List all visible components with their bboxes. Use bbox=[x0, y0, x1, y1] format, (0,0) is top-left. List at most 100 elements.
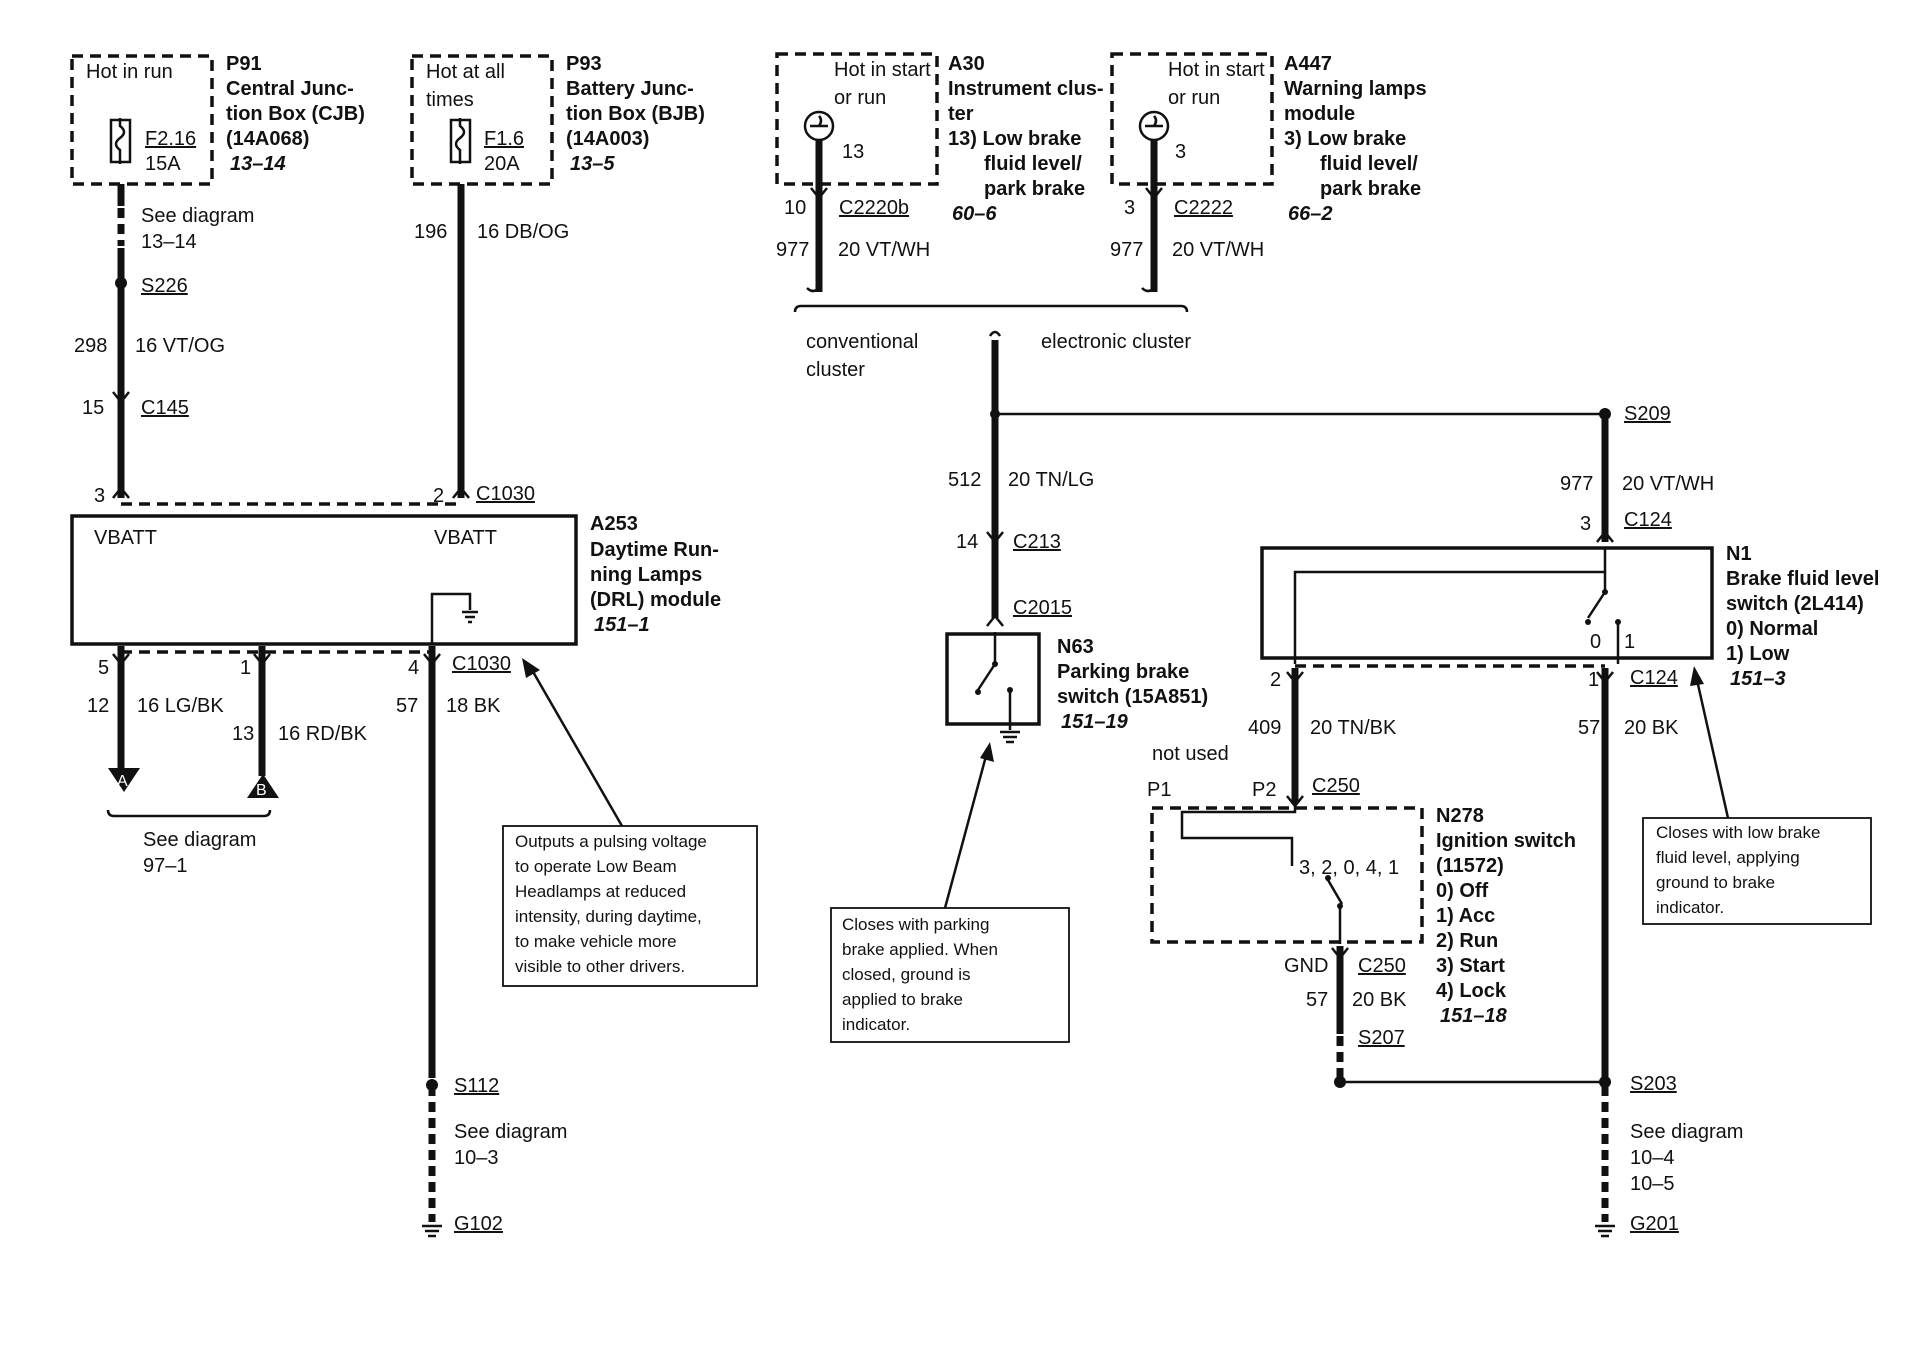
p93-name-1: Battery Junc- bbox=[566, 78, 694, 100]
a30-connector: C2220b bbox=[839, 197, 909, 219]
n63-note-arrow-head-icon bbox=[980, 742, 994, 762]
p91-hot-box bbox=[70, 54, 214, 186]
p93-id: P93 bbox=[566, 53, 602, 75]
a447-pin: 3 bbox=[1175, 141, 1186, 163]
a447-connector: C2222 bbox=[1174, 197, 1233, 219]
arrow-a-label: A bbox=[117, 773, 128, 790]
mid-circuit-196: 196 bbox=[414, 221, 447, 243]
ground-g102-label: G102 bbox=[454, 1213, 503, 1235]
a253-vbatt-1: VBATT bbox=[94, 527, 157, 549]
n1-note-arrow-line bbox=[1695, 679, 1730, 819]
n63-note-arrow-line bbox=[943, 755, 988, 909]
drl-note-arrow-line bbox=[530, 669, 624, 827]
n1-pin-left: 2 bbox=[1270, 669, 1281, 691]
splice-s112-label: S112 bbox=[454, 1075, 499, 1097]
fuse-element-icon bbox=[114, 118, 126, 164]
brake-circuit: 512 bbox=[948, 469, 981, 491]
p1-label: P1 bbox=[1147, 779, 1171, 801]
p93-ref: 13–5 bbox=[570, 153, 615, 175]
a253-vbatt-2: VBATT bbox=[434, 527, 497, 549]
n1-note-box bbox=[1642, 817, 1872, 925]
p93-name-2: tion Box (BJB) bbox=[566, 103, 705, 125]
n278-feed-circuit: 409 bbox=[1248, 717, 1281, 739]
n63-parking-brake-switch bbox=[945, 632, 1041, 726]
n278-state-0: 0) Off bbox=[1436, 880, 1489, 902]
n63-name-1: Parking brake bbox=[1057, 661, 1189, 683]
ground-g102-icon bbox=[422, 1224, 442, 1238]
n278-feed-wire: 20 TN/BK bbox=[1310, 717, 1397, 739]
n63-note-4: applied to brake bbox=[842, 990, 963, 1009]
cluster-bracket bbox=[793, 304, 1189, 313]
splice-s207-label: S207 bbox=[1358, 1027, 1405, 1049]
a253-pin-1: 1 bbox=[240, 657, 251, 679]
n63-note-box bbox=[830, 907, 1070, 1043]
g102-see-2: 10–3 bbox=[454, 1147, 499, 1169]
p93-fuse-label: F1.6 bbox=[484, 128, 524, 150]
n278-contact-0 bbox=[1325, 875, 1331, 881]
a253-pin5-wire: 16 LG/BK bbox=[137, 695, 224, 717]
pin4-connector-icon bbox=[423, 653, 441, 667]
n278-internal-wire bbox=[1180, 806, 1297, 866]
a253-pin5-circuit: 12 bbox=[87, 695, 109, 717]
a30-hot-1: Hot in start bbox=[834, 59, 931, 81]
cluster-bracket-tip bbox=[988, 330, 1002, 337]
pin5-connector-icon bbox=[112, 653, 130, 667]
n278-switch-blade-icon bbox=[1326, 879, 1344, 905]
n278-state-4: 4) Lock bbox=[1436, 980, 1507, 1002]
a253-pin-3: 3 bbox=[94, 485, 105, 507]
n63-ref: 151–19 bbox=[1061, 711, 1129, 733]
n1-pin2-connector-icon bbox=[1286, 671, 1304, 685]
n278-id: N278 bbox=[1436, 805, 1484, 827]
a30-conn-pin: 10 bbox=[784, 197, 806, 219]
n278-state-1: 1) Acc bbox=[1436, 905, 1495, 927]
a447-wire-end bbox=[1141, 287, 1155, 293]
a30-wire: 20 VT/WH bbox=[838, 239, 930, 261]
a253-name-3: (DRL) module bbox=[590, 589, 721, 611]
right-feed-circuit: 977 bbox=[1560, 473, 1593, 495]
a253-pin-2: 2 bbox=[433, 485, 444, 507]
n1-id: N1 bbox=[1726, 543, 1752, 565]
c213-connector-icon bbox=[986, 531, 1004, 545]
n63-note-5: indicator. bbox=[842, 1015, 910, 1034]
a447-circuit: 977 bbox=[1110, 239, 1143, 261]
connector-c145-icon bbox=[112, 391, 130, 405]
a30-name-5: park brake bbox=[984, 178, 1085, 200]
arrow-b-label: B bbox=[256, 782, 267, 799]
splice-s112-dot bbox=[426, 1079, 438, 1091]
a30-pin: 13 bbox=[842, 141, 864, 163]
c2015-label: C2015 bbox=[1013, 597, 1072, 619]
n278-gnd-label: GND bbox=[1284, 955, 1328, 977]
c1030-bottom-label: C1030 bbox=[452, 653, 511, 675]
drl-note-box bbox=[502, 825, 758, 987]
right-feed-wire: 20 VT/WH bbox=[1622, 473, 1714, 495]
splice-s203-dot bbox=[1599, 1076, 1611, 1088]
a253-pin-5: 5 bbox=[98, 657, 109, 679]
p93-amps-label: 20A bbox=[484, 153, 520, 175]
drl-note-5: to make vehicle more bbox=[515, 932, 677, 951]
n278-state-2: 2) Run bbox=[1436, 930, 1498, 952]
n63-note-1: Closes with parking bbox=[842, 915, 989, 934]
cluster-left-1: conventional bbox=[806, 331, 918, 353]
a253-pin4-wire: 18 BK bbox=[446, 695, 501, 717]
a30-hot-2: or run bbox=[834, 87, 886, 109]
a30-id: A30 bbox=[948, 53, 985, 75]
p91-name-1: Central Junc- bbox=[226, 78, 354, 100]
p93-name-3: (14A003) bbox=[566, 128, 649, 150]
connector-a253-pin2-icon bbox=[452, 485, 470, 499]
n278-name-1: Ignition switch bbox=[1436, 830, 1576, 852]
n63-note-2: brake applied. When bbox=[842, 940, 998, 959]
n63-ground-icon bbox=[1000, 730, 1020, 744]
n1-name-2: switch (2L414) bbox=[1726, 593, 1864, 615]
cluster-left-2: cluster bbox=[806, 359, 865, 381]
c213-pin: 14 bbox=[956, 531, 978, 553]
g102-see-1: See diagram bbox=[454, 1121, 567, 1143]
n1-pin-right: 1 bbox=[1588, 669, 1599, 691]
n63-contact bbox=[975, 689, 981, 695]
a30-name-3: 13) Low brake bbox=[948, 128, 1081, 150]
splice-s203-label: S203 bbox=[1630, 1073, 1677, 1095]
n278-ignition-switch-box bbox=[1150, 806, 1424, 944]
p91-fuse-label: F2.16 bbox=[145, 128, 196, 150]
a253-name-1: Daytime Run- bbox=[590, 539, 719, 561]
